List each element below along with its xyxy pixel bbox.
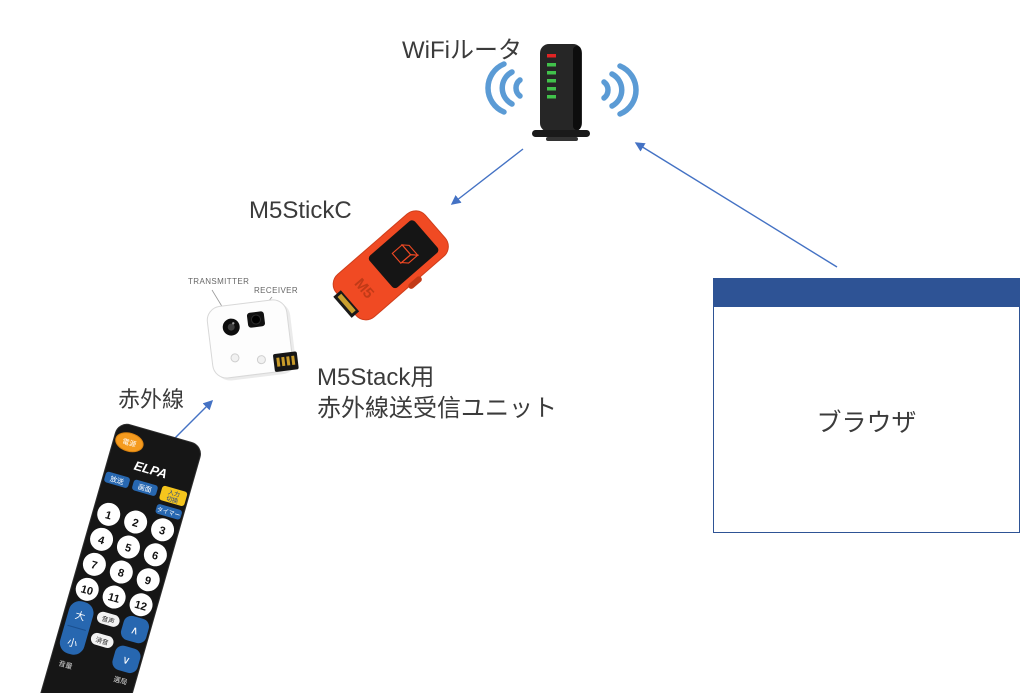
digit-button <box>116 535 140 559</box>
digit-label: 10 <box>79 583 94 598</box>
digit-label: 7 <box>89 559 98 572</box>
m5stickc-screen <box>368 220 439 289</box>
broadcast-button <box>104 471 130 488</box>
digit-label: 11 <box>106 591 120 606</box>
digit-button <box>129 593 153 617</box>
connector-pins <box>337 293 356 314</box>
m5stickc-body-group: M5 <box>332 210 449 321</box>
router-foot <box>546 137 578 141</box>
ir-unit-illustration <box>206 299 299 381</box>
led-green <box>547 79 556 83</box>
digit-button <box>136 568 160 592</box>
ir-unit-body-group <box>206 299 299 381</box>
browser-titlebar <box>714 279 1019 309</box>
digit-button <box>143 543 167 567</box>
router-label: WiFiルータ <box>402 37 522 64</box>
power-button <box>115 432 144 453</box>
screen-button-label: 画面 <box>137 483 153 495</box>
timer-button <box>155 504 182 520</box>
screw-hole <box>230 353 240 363</box>
receiver-lens <box>250 314 261 325</box>
ir-unit-label: M5Stack用 赤外線送受信ユニット <box>317 362 557 424</box>
infrared-label: 赤外線 <box>118 387 185 412</box>
ir-unit-label-line2: 赤外線送受信ユニット <box>317 395 557 422</box>
input-select-label-line1: 入力 <box>167 488 181 499</box>
rocker-divider <box>67 624 86 632</box>
browser-window: ブラウザ <box>713 278 1020 533</box>
browser-label: ブラウザ <box>816 408 917 437</box>
volume-down-label: 小 <box>66 636 79 650</box>
digit-button <box>151 518 175 542</box>
digit-button <box>75 577 99 601</box>
m5stickc-label: M5StickC <box>249 197 352 224</box>
arrow-browser-to-router <box>634 142 838 268</box>
digit-buttons: 1 2 3 4 5 6 7 8 9 10 11 <box>75 502 175 617</box>
channel-up-icon: ∧ <box>129 624 140 638</box>
led-red <box>547 54 556 58</box>
audio-button <box>96 611 120 627</box>
digit-label: 6 <box>150 550 159 563</box>
wifi-waves-right <box>601 63 639 117</box>
digit-button <box>82 552 106 576</box>
transmitter-led-highlight <box>232 322 235 325</box>
digit-label: 9 <box>143 575 152 588</box>
channel-up-button <box>120 615 150 644</box>
wifi-wave-icon <box>499 69 515 107</box>
wifi-wave-icon <box>513 77 523 99</box>
m5stickc-illustration: M5 <box>332 210 449 321</box>
m5stickc-side-button <box>408 276 422 289</box>
remote-illustration: 電源 ELPA 放送 画面 入力 切換 タイマー 1 2 3 4 5 <box>39 423 201 693</box>
wifi-router-illustration <box>485 44 639 141</box>
led-green <box>547 63 556 67</box>
channel-down-icon: ∨ <box>121 654 132 668</box>
wifi-wave-icon <box>617 63 639 117</box>
router-body <box>532 44 590 141</box>
digit-label: 2 <box>131 517 140 530</box>
ir-unit-label-line1: M5Stack用 <box>317 364 435 391</box>
transmitter-led-center <box>227 323 235 331</box>
browser-body: ブラウザ <box>714 309 1019 532</box>
digit-label: 8 <box>116 567 125 580</box>
led-green <box>547 95 556 99</box>
digit-label: 5 <box>123 542 132 555</box>
digit-button <box>97 502 121 526</box>
digit-button <box>109 560 133 584</box>
screw-hole <box>256 355 266 365</box>
remote-body-group: 電源 ELPA 放送 画面 入力 切換 タイマー 1 2 3 4 5 <box>39 423 201 693</box>
input-select-button <box>159 485 188 507</box>
digit-label: 4 <box>97 534 107 547</box>
router-status-leds <box>547 54 556 99</box>
receiver-label: RECEIVER <box>254 286 299 295</box>
led-green <box>547 71 556 75</box>
grove-socket <box>273 351 299 372</box>
cube-icon <box>391 244 420 264</box>
digit-button <box>102 585 126 609</box>
wifi-wave-icon <box>601 79 611 101</box>
digit-button <box>124 510 148 534</box>
socket-pins <box>276 355 296 367</box>
wifi-wave-icon <box>609 71 625 109</box>
led-green <box>547 87 556 91</box>
router-base <box>532 130 590 137</box>
digit-label: 12 <box>133 599 148 614</box>
router-side-shade <box>573 46 581 130</box>
digit-button <box>90 527 114 551</box>
digit-label: 3 <box>158 525 167 538</box>
input-select-label-line2: 切換 <box>165 494 179 505</box>
digit-label: 1 <box>104 509 113 522</box>
volume-up-label: 大 <box>74 608 87 623</box>
transmitter-label: TRANSMITTER <box>188 277 250 286</box>
mute-button <box>90 632 114 648</box>
wifi-waves-left <box>485 61 523 115</box>
wifi-wave-icon <box>485 61 507 115</box>
channel-down-button <box>112 645 141 674</box>
screen-button <box>132 479 158 496</box>
